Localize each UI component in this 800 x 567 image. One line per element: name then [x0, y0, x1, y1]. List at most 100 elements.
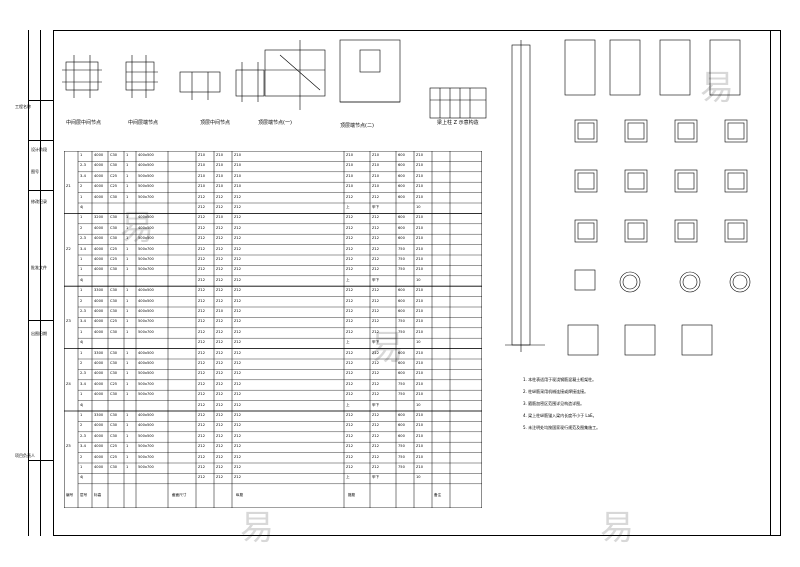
note-line: 4. 梁上柱纵筋锚入梁内长度不小于 LaE。 — [523, 413, 597, 418]
table-cell: 750 — [398, 465, 405, 469]
table-cell: 1 — [126, 350, 129, 355]
table-cell: Z12 — [198, 288, 206, 293]
table-cell: Z12 — [372, 267, 380, 272]
table-cell: Z10 — [234, 163, 242, 168]
table-cell: 2-3 — [80, 163, 86, 168]
table-cell: C30 — [110, 298, 118, 303]
table-cell: Z12 — [346, 267, 354, 272]
table-cell: Z10 — [416, 257, 424, 261]
table-cell: Z10 — [416, 215, 424, 220]
table-cell: Z12 — [372, 392, 380, 397]
table-cell: 2-3 — [80, 433, 86, 438]
table-cell: 1 — [80, 194, 83, 199]
table-cell: 400x500 — [138, 413, 154, 417]
table-cell: Z10 — [234, 153, 242, 157]
table-cell: C30 — [110, 194, 118, 199]
table-cell: 3-4 — [80, 173, 86, 178]
table-cell: Z10 — [198, 184, 206, 189]
table-cell: Z12 — [234, 402, 242, 407]
table-cell: 1 — [126, 433, 129, 438]
table-cell: 500x700 — [138, 465, 154, 469]
table-cell: Z12 — [198, 433, 206, 438]
table-cell: C30 — [110, 371, 118, 376]
table-cell: Z12 — [198, 381, 206, 386]
table-cell: Z12 — [234, 267, 242, 272]
table-cell: 3-4 — [80, 319, 86, 324]
table-cell: 600 — [398, 225, 405, 230]
table-cell: 3-4 — [80, 444, 86, 449]
table-cell: Z10 — [416, 236, 424, 241]
table-cell: Z12 — [372, 298, 380, 303]
table-cell: Z10 — [416, 319, 424, 324]
table-cell: 600 — [398, 236, 405, 241]
table-cell: Z12 — [234, 288, 242, 293]
table-cell: Z10 — [416, 153, 424, 157]
table-cell: 400x500 — [138, 298, 154, 303]
table-cell: 400x500 — [138, 153, 154, 157]
table-cell: 4000 — [94, 465, 104, 469]
table-cell: Z10 — [416, 381, 424, 386]
table-cell: Z12 — [346, 350, 354, 355]
table-cell: Z12 — [372, 433, 380, 438]
table-cell: Z10 — [416, 413, 424, 417]
table-cell: Z12 — [346, 381, 354, 386]
table-cell: 1 — [80, 413, 83, 417]
table-cell: Z10 — [346, 163, 354, 168]
table-cell: 1 — [80, 329, 83, 334]
table-cell: Z12 — [234, 465, 242, 469]
table-cell: 上 — [346, 205, 350, 209]
table-cell: Z12 — [346, 433, 354, 438]
table-cell: 2 — [80, 454, 83, 459]
table-cell: 1 — [126, 246, 129, 251]
table-cell: Z10 — [216, 184, 224, 189]
table-cell: Z12 — [198, 277, 206, 282]
table-cell: 2-3 — [80, 309, 86, 313]
table-cell: 上 — [346, 340, 350, 345]
table-cell: C25 — [110, 246, 118, 251]
table-cell: Z12 — [198, 215, 206, 220]
strip-label: 项目负责人 — [15, 453, 35, 458]
table-cell: Z12 — [372, 413, 380, 417]
table-cell: Z12 — [372, 329, 380, 334]
table-cell: Z12 — [234, 381, 242, 386]
table-cell: Z12 — [372, 423, 380, 428]
watermark: 易 — [600, 508, 636, 548]
table-cell: 1 — [126, 444, 129, 449]
table-footer-label: 层号 — [80, 492, 88, 497]
table-cell: 1 — [126, 454, 129, 459]
table-cell: Z12 — [216, 194, 224, 199]
table-cell: 750 — [398, 329, 405, 334]
table-cell: Z12 — [372, 454, 380, 459]
table-cell: Z10 — [234, 173, 242, 178]
table-cell: Z12 — [234, 277, 242, 282]
table-cell: Z10 — [416, 225, 424, 230]
table-cell: Z12 — [346, 288, 354, 293]
table-group-label: Z1 — [66, 184, 71, 189]
table-cell: Z12 — [346, 371, 354, 376]
table-cell: 4000 — [94, 329, 104, 334]
table-footer-label: 截面尺寸 — [172, 492, 187, 497]
table-cell: Z10 — [372, 153, 380, 157]
table-cell: 4000 — [94, 361, 104, 365]
table-cell: Z12 — [372, 236, 380, 241]
table-cell: Z12 — [234, 371, 242, 376]
table-cell: Z12 — [346, 236, 354, 241]
table-cell: 600 — [398, 153, 405, 157]
table-cell: 1 — [126, 184, 129, 189]
table-cell: C30 — [110, 309, 118, 313]
table-cell: Z10 — [416, 329, 424, 334]
table-cell: Z12 — [216, 433, 224, 438]
table-cell: 400x500 — [138, 163, 154, 168]
table-cell: Z10 — [416, 173, 424, 178]
table-cell: Z12 — [372, 257, 380, 261]
table-cell: Z12 — [198, 298, 206, 303]
table-cell: 600 — [398, 173, 405, 178]
table-cell: Z12 — [216, 423, 224, 428]
table-cell: Z12 — [346, 392, 354, 397]
table-cell: Z12 — [198, 205, 206, 209]
table-cell: 600 — [398, 288, 405, 293]
table-cell: Z12 — [216, 329, 224, 334]
table-cell: 500x700 — [138, 381, 154, 386]
table-cell: 1 — [126, 173, 129, 178]
